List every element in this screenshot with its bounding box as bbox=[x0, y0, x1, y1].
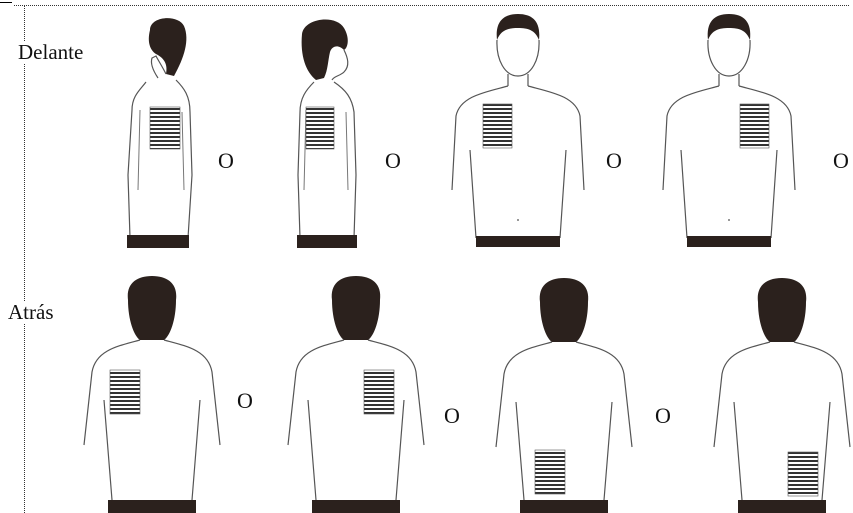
head-silhouette bbox=[332, 276, 381, 340]
or-separator-front-1: O bbox=[218, 150, 234, 172]
back-figure-1 bbox=[84, 276, 220, 513]
shorts bbox=[476, 236, 560, 247]
head-outline bbox=[708, 40, 750, 86]
ecg-patch bbox=[535, 450, 565, 494]
back-row-label: Atrás bbox=[6, 302, 56, 323]
torso-outline bbox=[84, 340, 220, 500]
hair bbox=[302, 19, 348, 80]
or-separator-front-4: O bbox=[833, 150, 849, 172]
shorts bbox=[108, 500, 196, 513]
torso-outline bbox=[714, 342, 850, 500]
head-silhouette bbox=[540, 278, 589, 342]
or-separator-back-3: O bbox=[655, 405, 671, 427]
or-separator-back-1: O bbox=[237, 390, 253, 412]
torso-outline bbox=[452, 86, 584, 238]
shorts bbox=[127, 235, 189, 248]
hair bbox=[149, 18, 187, 76]
ecg-patch bbox=[740, 104, 769, 148]
torso-outline bbox=[288, 340, 424, 500]
shorts bbox=[738, 500, 826, 513]
front-figure-2 bbox=[297, 19, 357, 248]
head-silhouette bbox=[758, 278, 807, 342]
ecg-patch bbox=[306, 107, 334, 149]
ecg-patch bbox=[788, 452, 818, 496]
navel bbox=[517, 219, 519, 221]
head-outline bbox=[332, 50, 348, 80]
or-separator-back-2: O bbox=[444, 405, 460, 427]
navel bbox=[728, 219, 730, 221]
back-figure-4 bbox=[714, 278, 850, 513]
hair bbox=[497, 14, 540, 40]
body-outline bbox=[128, 80, 192, 238]
hair bbox=[708, 14, 751, 40]
back-figure-3 bbox=[496, 278, 632, 513]
front-figure-3 bbox=[452, 14, 584, 247]
front-row-label: Delante bbox=[16, 42, 85, 63]
front-figure-4 bbox=[663, 14, 795, 247]
back-figure-2 bbox=[288, 276, 424, 513]
or-separator-front-3: O bbox=[606, 150, 622, 172]
shorts bbox=[297, 235, 357, 248]
shorts bbox=[687, 236, 771, 247]
head-silhouette bbox=[128, 276, 177, 340]
shorts bbox=[520, 500, 608, 513]
ecg-patch bbox=[364, 370, 394, 414]
shorts bbox=[312, 500, 400, 513]
head-outline bbox=[497, 40, 539, 86]
ecg-patch bbox=[483, 104, 512, 148]
or-separator-front-2: O bbox=[385, 150, 401, 172]
front-figure-1 bbox=[127, 18, 192, 248]
torso-outline bbox=[663, 86, 795, 238]
ecg-patch bbox=[110, 370, 140, 414]
ecg-patch bbox=[150, 107, 180, 149]
